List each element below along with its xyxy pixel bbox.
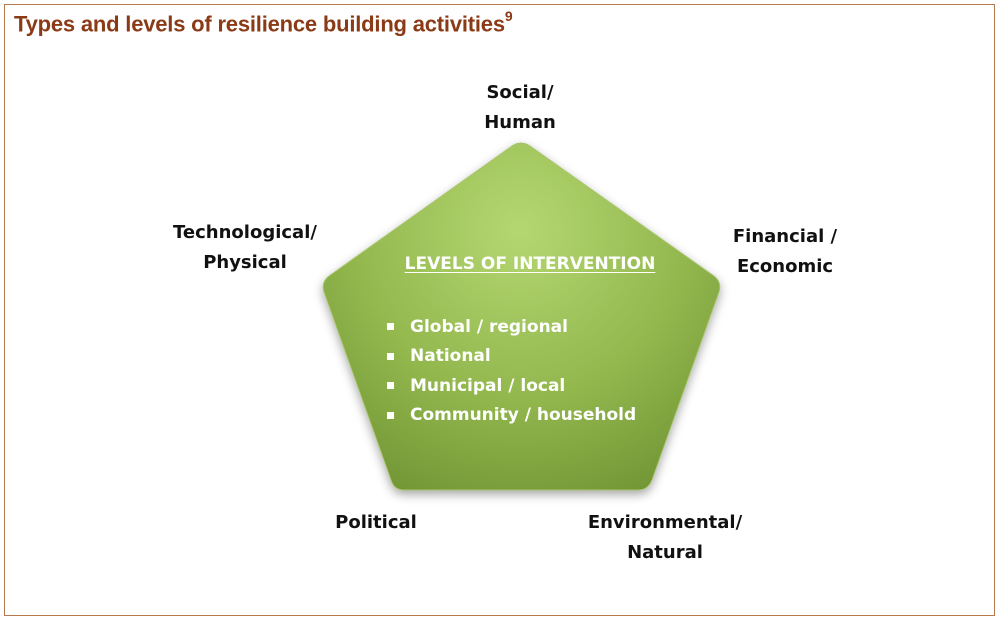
dimension-financial-economic: Financial / Economic (732, 226, 838, 277)
bullet-square-icon (387, 323, 394, 331)
bullet-square-icon (387, 411, 394, 419)
bullet-square-icon (387, 352, 394, 360)
dimension-social-human: Social/ Human (484, 82, 556, 133)
list-item: National (387, 342, 636, 372)
dimension-political: Political (335, 512, 417, 533)
pentagon-shape (322, 142, 721, 491)
list-item: Global / regional (387, 312, 636, 342)
bullet-square-icon (387, 382, 394, 390)
diagram-frame (4, 4, 995, 616)
page-title: Types and levels of resilience building … (14, 8, 513, 37)
dimension-environmental-natural: Environmental/ Natural (587, 512, 743, 563)
title-text: Types and levels of resilience building … (14, 11, 505, 37)
title-footnote-marker: 9 (504, 8, 513, 24)
dimension-technological-physical: Technological/ Physical (173, 222, 317, 273)
levels-list: Global / regional National Municipal / l… (387, 312, 636, 430)
levels-heading: LEVELS OF INTERVENTION (404, 254, 656, 274)
list-item: Municipal / local (387, 371, 636, 401)
list-item: Community / household (387, 401, 636, 431)
